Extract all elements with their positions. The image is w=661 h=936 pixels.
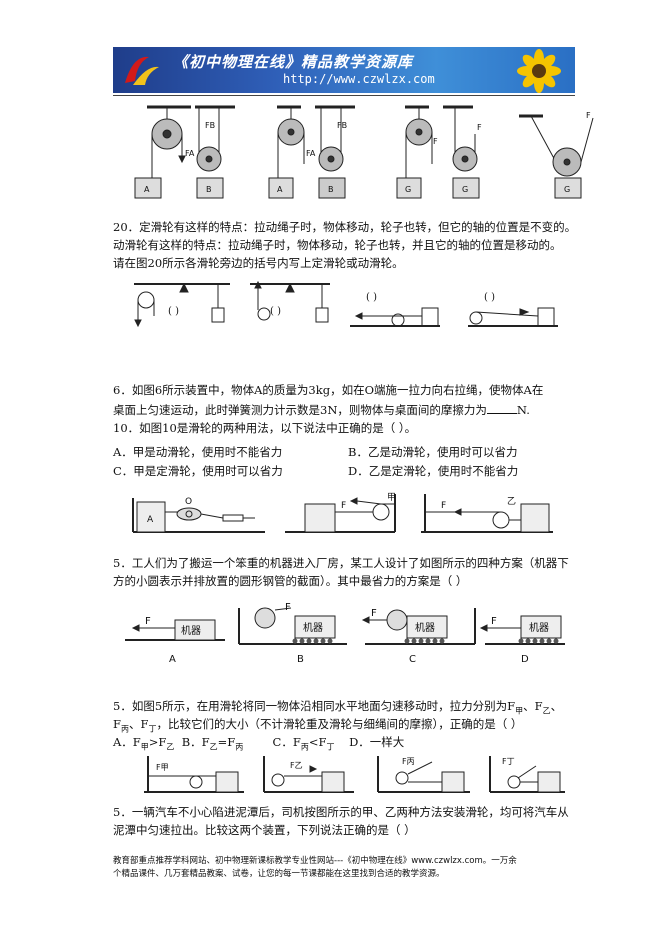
q5a-line-2: 方的小圆表示并排放置的圆形钢管的截面）。其中最省力的方案是（ ） [113, 574, 468, 588]
svg-text:F: F [586, 111, 591, 120]
svg-text:F: F [433, 137, 438, 146]
pulley-figure-10: A O F 甲 F 乙 [132, 492, 553, 533]
pulley-figure-20: ( ) ( ) ( ) ( ) [134, 280, 558, 328]
svg-text:甲: 甲 [387, 492, 396, 503]
svg-text:F: F [491, 616, 497, 627]
header-banner: 《初中物理在线》精品教学资源库 http://www.czwlzx.com [113, 47, 575, 93]
svg-text:G: G [564, 185, 570, 194]
svg-text:FB: FB [337, 121, 347, 130]
q10-option-d: D．乙是定滑轮，使用时不能省力 [348, 464, 519, 478]
svg-text:F: F [441, 501, 446, 511]
svg-text:FB: FB [205, 121, 215, 130]
q10-stem: 10．如图10是滑轮的两种用法，以下说法中正确的是（ ）。 [113, 421, 417, 435]
svg-text:FA: FA [306, 149, 316, 158]
svg-text:机器: 机器 [415, 621, 435, 634]
svg-text:( ): ( ) [366, 292, 377, 303]
pulley-figure-top: FA FB A B FA FB A B F F G G F G [134, 105, 594, 199]
svg-text:B: B [297, 654, 304, 664]
answer-blank[interactable] [486, 402, 517, 414]
svg-text:A: A [147, 515, 154, 525]
q20-line-3: 请在图20所示各滑轮旁边的括号内写上定滑轮或动滑轮。 [113, 256, 404, 270]
svg-text:乙: 乙 [507, 496, 516, 507]
machine-figure: 机器 机器 机器 机器 F F F F A B C D [125, 602, 565, 664]
svg-text:机器: 机器 [529, 621, 549, 634]
svg-text:( ): ( ) [168, 306, 179, 317]
sunflower-icon [517, 49, 561, 93]
svg-text:C: C [409, 654, 416, 664]
site-url[interactable]: http://www.czwlzx.com [283, 72, 435, 86]
site-title: 《初中物理在线》精品教学资源库 [173, 53, 414, 71]
q5c-line-1: 5．一辆汽车不小心陷进泥潭后，司机按图所示的甲、乙两种方法安装滑轮，均可将汽车从 [113, 805, 569, 819]
q5b-options: A．F甲>F乙 B．F乙=F丙 C．F丙<F丁 D．一样大 [113, 735, 405, 752]
q20-line-2: 动滑轮有这样的特点：拉动绳子时，物体移动，轮子也转，并且它的轴的位置是移动的。 [113, 238, 562, 252]
svg-text:F: F [145, 616, 151, 627]
svg-text:F: F [371, 608, 377, 619]
svg-text:F丙: F丙 [402, 757, 415, 766]
footer: 教育部重点推荐学科网站、初中物理新课标教学专业性网站---《初中物理在线》www… [113, 855, 517, 881]
svg-text:( ): ( ) [270, 306, 281, 317]
svg-text:G: G [405, 185, 411, 194]
svg-text:机器: 机器 [181, 624, 201, 637]
svg-text:B: B [206, 185, 212, 194]
figure-labels: FA FB A B FA FB A B F F G G F G [144, 111, 591, 194]
q10-option-c: C．甲是定滑轮，使用时可以省力 [113, 464, 283, 478]
footer-line-2: 个精品课件、几万套精品教案、试卷，让您的每一节课都能在这里找到合适的教学资源。 [113, 869, 445, 879]
svg-text:F: F [477, 123, 482, 132]
svg-text:A: A [277, 185, 283, 194]
svg-text:F乙: F乙 [290, 761, 303, 770]
svg-text:O: O [185, 497, 192, 507]
svg-text:B: B [328, 185, 334, 194]
q10-option-a: A．甲是动滑轮，使用时不能省力 [113, 445, 283, 459]
svg-text:机器: 机器 [303, 621, 323, 634]
q5c-line-2: 泥潭中匀速拉出。比较这两个装置，下列说法正确的是（ ） [113, 823, 416, 837]
footer-line-1: 教育部重点推荐学科网站、初中物理新课标教学专业性网站---《初中物理在线》www… [113, 856, 517, 866]
svg-text:G: G [462, 185, 468, 194]
svg-text:A: A [144, 185, 150, 194]
q6-line-1: 6．如图6所示装置中，物体A的质量为3kg，如在O端施一拉力向右拉绳，使物体A在 [113, 383, 544, 397]
svg-text:F甲: F甲 [156, 763, 169, 772]
svg-text:A: A [169, 654, 176, 664]
q5a-line-1: 5．工人们为了搬运一个笨重的机器进入厂房，某工人设计了如图所示的四种方案（机器下 [113, 556, 569, 570]
svg-text:D: D [521, 654, 529, 664]
q5b-line-1: 5．如图5所示，在用滑轮将同一物体沿相同水平地面匀速移动时，拉力分别为F甲、F乙… [113, 699, 563, 716]
q10-option-b: B．乙是动滑轮，使用时可以省力 [348, 445, 518, 459]
svg-text:F: F [341, 501, 346, 511]
logo-icon [125, 56, 159, 85]
q5b-line-2: F丙、F丁，比较它们的大小（不计滑轮重及滑轮与细绳间的摩擦），正确的是（ ） [113, 717, 523, 734]
pulley-figure-5: F甲 F乙 F丙 F丁 [144, 756, 565, 793]
svg-text:F丁: F丁 [502, 757, 515, 766]
header-rule [113, 95, 575, 96]
q20-line-1: 20．定滑轮有这样的特点：拉动绳子时，物体移动，轮子也转，但它的轴的位置是不变的… [113, 220, 577, 234]
svg-text:FA: FA [185, 149, 195, 158]
svg-text:( ): ( ) [484, 292, 495, 303]
svg-text:F: F [285, 602, 291, 613]
